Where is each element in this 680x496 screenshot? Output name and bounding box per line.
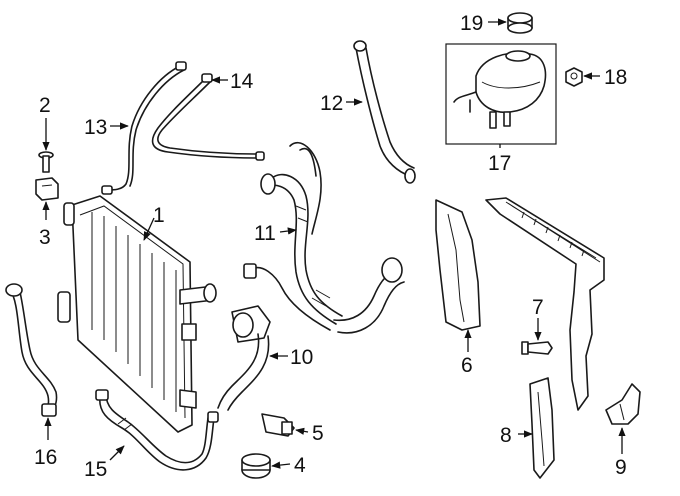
coolant-hose-10: [217, 305, 271, 411]
callout-15: 15: [84, 458, 107, 481]
callout-19: 19: [460, 12, 483, 35]
bypass-hose: [353, 40, 416, 184]
expansion-tank: [445, 43, 557, 145]
lower-hose-16: [5, 283, 58, 417]
callout-3: 3: [39, 226, 51, 249]
radiator: [57, 195, 217, 433]
cap: [241, 453, 271, 479]
pin: [521, 341, 553, 355]
callout-14: 14: [230, 70, 254, 93]
callout-7: 7: [532, 296, 544, 319]
air-shroud: [435, 197, 605, 411]
vent-line-13: [101, 61, 187, 195]
callout-labels: 1 2 3 4 5 6 7 8 9 10 11 12 13 14 15 16 1…: [34, 12, 627, 481]
mount-bracket: [605, 383, 641, 425]
callout-11: 11: [254, 222, 276, 245]
callout-12: 12: [320, 92, 343, 115]
callout-13: 13: [84, 116, 107, 139]
callout-9: 9: [615, 456, 627, 479]
bracket: [35, 177, 59, 201]
nut: [565, 67, 583, 87]
callout-8: 8: [500, 424, 512, 447]
callout-4: 4: [294, 454, 306, 477]
sensor: [261, 413, 295, 437]
vent-line-14: [151, 73, 265, 161]
callout-10: 10: [290, 346, 313, 369]
callout-2: 2: [39, 94, 51, 117]
callout-16: 16: [34, 446, 57, 469]
side-seal: [529, 377, 555, 479]
bolt: [38, 151, 54, 173]
callout-6: 6: [461, 354, 473, 377]
callout-18: 18: [604, 66, 627, 89]
lower-hose-15: [95, 389, 219, 471]
leader-lines: [42, 18, 626, 469]
callout-17: 17: [488, 152, 511, 175]
upper-radiator-hose: [243, 141, 405, 334]
callout-1: 1: [153, 204, 165, 227]
callout-5: 5: [312, 422, 324, 445]
tank-cap: [507, 12, 533, 34]
